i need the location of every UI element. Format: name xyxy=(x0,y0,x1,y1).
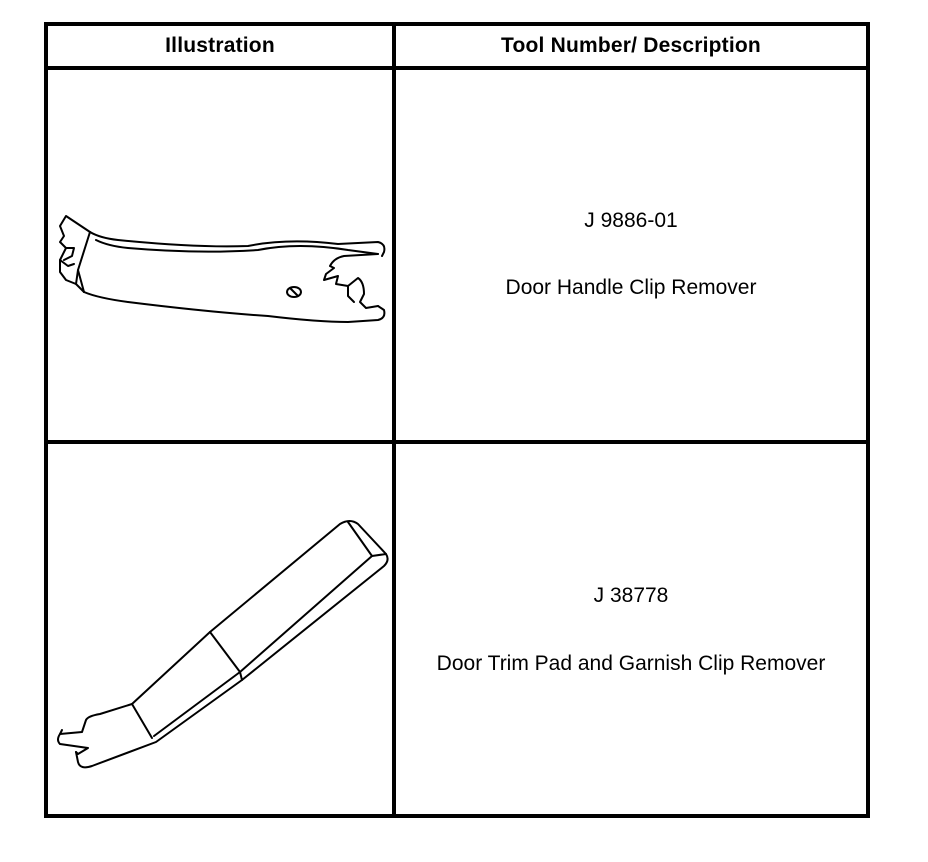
tool-description: Door Trim Pad and Garnish Clip Remover xyxy=(436,652,826,675)
header-divider xyxy=(48,66,866,70)
tool-description: Door Handle Clip Remover xyxy=(505,276,757,299)
tool-number: J 38778 xyxy=(593,584,669,607)
door-handle-clip-remover-icon xyxy=(59,215,386,323)
header-illustration: Illustration xyxy=(165,34,275,57)
table-row-1-illustration xyxy=(48,70,392,440)
column-divider xyxy=(392,26,396,814)
table-row-1-description-cell: J 9886-01 Door Handle Clip Remover xyxy=(396,70,866,440)
row-divider xyxy=(48,440,866,444)
header-tool-number-description: Tool Number/ Description xyxy=(501,34,761,57)
table-row-2-illustration xyxy=(48,444,392,814)
table-row-2-description-cell: J 38778 Door Trim Pad and Garnish Clip R… xyxy=(396,444,866,814)
tool-number: J 9886-01 xyxy=(584,209,678,232)
door-trim-pad-clip-remover-icon xyxy=(57,520,389,769)
tool-table: Illustration Tool Number/ Description xyxy=(44,22,870,818)
